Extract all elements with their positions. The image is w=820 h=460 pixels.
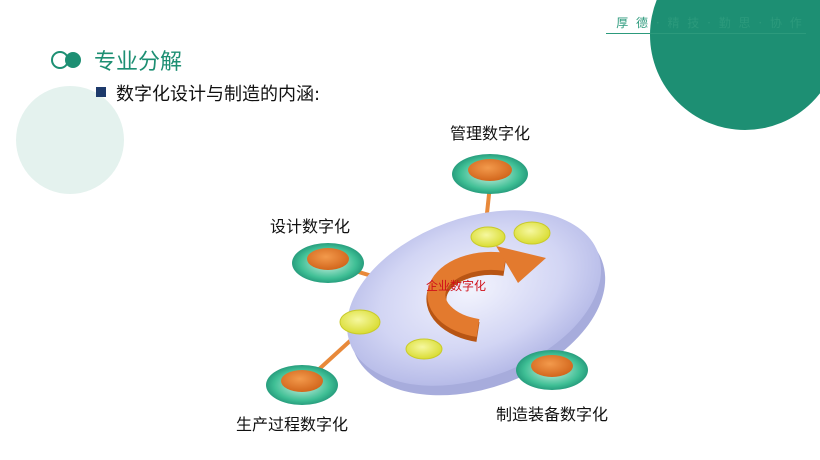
- title-rings-icon: [51, 51, 81, 69]
- cycle-arrow-icon: [426, 246, 546, 342]
- label-design: 设计数字化: [270, 217, 351, 236]
- square-bullet-icon: [96, 87, 106, 97]
- satellite-node-bottom-left: [266, 365, 338, 405]
- label-management: 管理数字化: [450, 124, 531, 143]
- motto: 厚 德 · 精 技 · 勤 思 · 协 作: [616, 16, 804, 30]
- satellite-node-top: [452, 154, 528, 194]
- section-title: 专业分解: [94, 50, 183, 75]
- section-subtitle: 数字化设计与制造的内涵:: [116, 84, 321, 105]
- decorative-circle-left: [16, 86, 124, 194]
- satellite-node-bottom-right: [516, 350, 588, 390]
- label-production: 生产过程数字化: [236, 415, 349, 434]
- label-equipment: 制造装备数字化: [496, 405, 609, 424]
- center-label: 企业数字化: [426, 279, 487, 293]
- central-disc: [346, 210, 606, 396]
- motto-underline: [606, 33, 806, 34]
- yellow-nodes: [339, 221, 551, 360]
- satellite-node-left: [292, 243, 364, 283]
